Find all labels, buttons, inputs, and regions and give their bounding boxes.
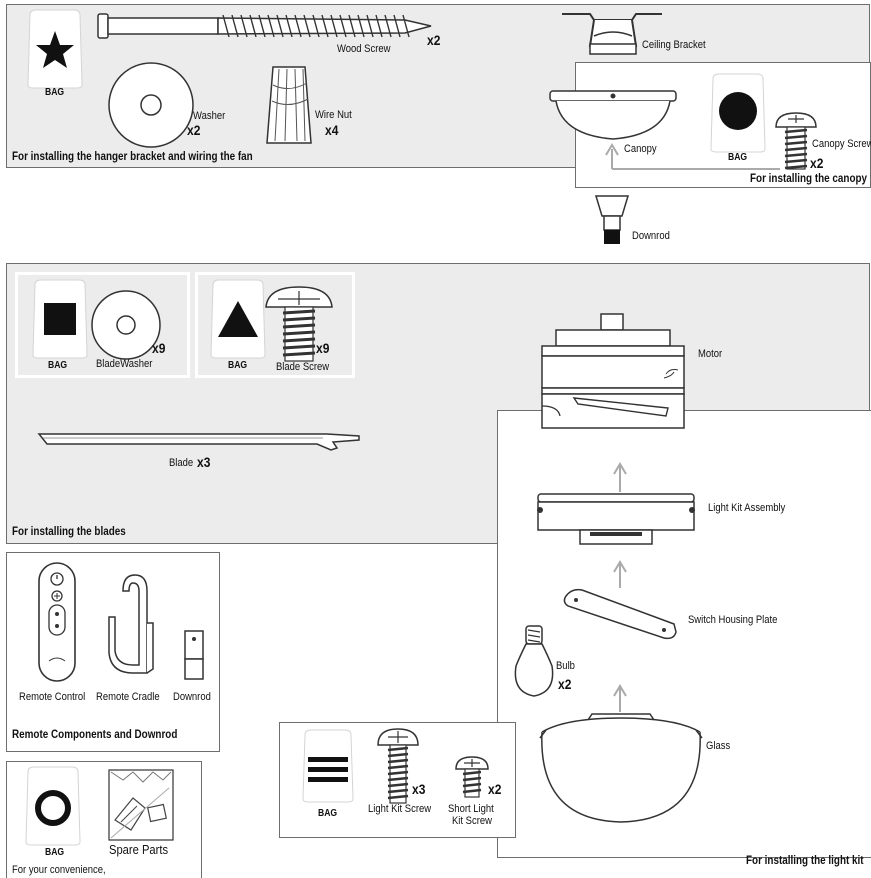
remote-downrod-icon (184, 630, 204, 680)
blade-label: Blade (169, 457, 194, 469)
hanger-wiring-caption: For installing the hanger bracket and wi… (12, 151, 253, 163)
washer-quantity: x2 (187, 122, 201, 138)
wood-screw-quantity: x2 (427, 32, 441, 48)
downrod-icon (594, 195, 630, 244)
light-kit-screw-quantity: x3 (412, 781, 426, 797)
bulb-icon (514, 625, 554, 697)
switch-housing-plate-icon (563, 588, 677, 640)
square-bag-icon (32, 279, 88, 359)
spare-parts-label: Spare Parts (109, 842, 169, 857)
remote-cradle-icon (108, 574, 154, 674)
bulb-quantity: x2 (558, 676, 572, 692)
remote-components-panel: Remote Control Remote Cradle Downrod Rem… (6, 552, 220, 752)
wood-screw-label: Wood Screw (337, 43, 391, 55)
canopy-screw-quantity: x2 (810, 155, 824, 171)
blade-quantity: x3 (197, 454, 211, 470)
glass-icon (539, 713, 703, 823)
wire-nut-label: Wire Nut (315, 109, 352, 121)
stripes-bag-icon (302, 729, 354, 803)
short-light-kit-screw-quantity: x2 (488, 781, 502, 797)
canopy-caption: For installing the canopy (750, 173, 868, 185)
stripes-bag-label: BAG (318, 808, 338, 819)
triangle-bag-icon (210, 279, 266, 359)
blade-washer-label: BladeWasher (96, 358, 153, 370)
motor-label: Motor (698, 348, 723, 360)
downrod-label: Downrod (632, 230, 670, 242)
blade-washer-group: BAG BladeWasher x9 (15, 272, 190, 378)
light-kit-assembly-icon (537, 493, 695, 545)
triangle-bag-label: BAG (228, 360, 248, 371)
ceiling-bracket-icon (562, 13, 662, 55)
circle-bag-icon (710, 73, 766, 153)
short-light-kit-screw-label-line2: Kit Screw (452, 815, 492, 827)
spare-parts-caption: For your convenience, (12, 864, 106, 876)
blade-washer-icon (91, 290, 161, 360)
light-kit-caption: For installing the light kit (746, 855, 864, 867)
blades-panel: BAG BladeWasher x9 BAG Blade Screw x9 Bl… (6, 263, 870, 544)
light-kit-screws-panel: BAG x3 Light Kit Screw x2 Short Light Ki… (279, 722, 516, 838)
wood-screw-icon (97, 13, 432, 39)
star-bag-icon (27, 9, 83, 89)
light-kit-assembly-label: Light Kit Assembly (708, 502, 786, 514)
remote-components-caption: Remote Components and Downrod (12, 729, 178, 741)
canopy-label: Canopy (624, 143, 657, 155)
ring-bag-icon (25, 766, 81, 846)
square-bag-label: BAG (48, 360, 68, 371)
light-kit-screw-label: Light Kit Screw (368, 803, 432, 815)
ceiling-bracket-label: Ceiling Bracket (642, 39, 706, 51)
blade-icon (37, 433, 360, 451)
blade-washer-quantity: x9 (152, 340, 166, 356)
spare-parts-bag-icon (108, 769, 174, 841)
blade-screw-icon (265, 286, 333, 362)
spare-parts-panel: BAG Spare Parts For your convenience, (6, 761, 202, 878)
switch-housing-plate-label: Switch Housing Plate (688, 614, 778, 626)
motor-icon (541, 313, 685, 429)
ring-bag-label: BAG (45, 847, 65, 858)
bulb-label: Bulb (556, 660, 575, 672)
short-light-kit-screw-label-line1: Short Light (448, 803, 494, 815)
wire-nut-quantity: x4 (325, 122, 339, 138)
wire-nut-icon (266, 66, 312, 144)
circle-bag-label: BAG (728, 152, 748, 163)
washer-label: Washer (193, 110, 226, 122)
star-bag-label: BAG (45, 87, 65, 98)
assembly-arrows-icon (613, 462, 627, 712)
blade-screw-quantity: x9 (316, 340, 330, 356)
washer-icon (108, 62, 194, 148)
remote-control-icon (38, 562, 76, 682)
canopy-arrow-icon (605, 143, 780, 170)
short-light-kit-screw-icon (455, 756, 489, 798)
remote-downrod-label: Downrod (173, 691, 211, 703)
canopy-icon (549, 90, 677, 140)
canopy-panel: Canopy BAG Canopy Screw x2 For installin… (549, 62, 871, 188)
canopy-screw-icon (775, 112, 817, 170)
light-kit-screw-icon (377, 728, 419, 804)
canopy-screw-label: Canopy Screw (812, 138, 871, 150)
blade-screw-label: Blade Screw (276, 361, 330, 373)
remote-control-label: Remote Control (19, 691, 86, 703)
remote-cradle-label: Remote Cradle (96, 691, 160, 703)
glass-label: Glass (706, 740, 731, 752)
blades-caption: For installing the blades (12, 526, 126, 538)
blade-screw-group: BAG Blade Screw x9 (195, 272, 355, 378)
